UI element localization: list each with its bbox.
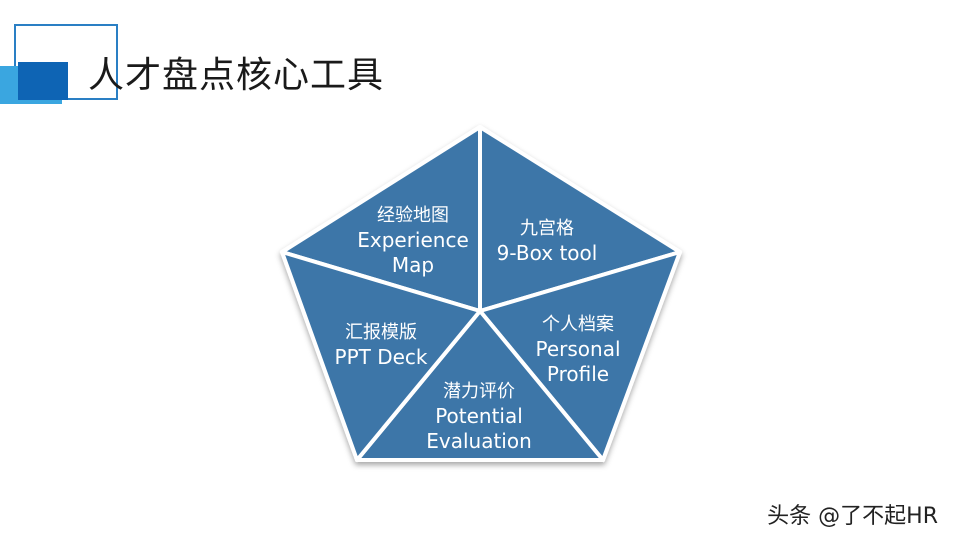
segment-label-experience-map: 经验地图 Experience Map — [353, 203, 473, 278]
segment-label-en: Personal Profile — [535, 337, 621, 386]
segment-ppt-deck — [280, 250, 482, 462]
segment-label-cn: 九宫格 — [519, 218, 574, 239]
segment-label-en: Experience Map — [357, 228, 469, 277]
decor-frame — [14, 24, 118, 100]
segment-label-en: Potential Evaluation — [426, 404, 532, 453]
segment-label-personal-profile: 个人档案 Personal Profile — [528, 312, 628, 387]
segment-label-cn: 汇报模版 — [344, 322, 417, 343]
segment-label-cn: 经验地图 — [377, 205, 449, 226]
segment-label-cn: 潜力评价 — [443, 381, 515, 402]
segment-label-potential-evaluation: 潜力评价 Potential Evaluation — [419, 379, 539, 454]
segment-label-9-box: 九宫格 9-Box tool — [497, 216, 598, 266]
segment-label-en: PPT Deck — [334, 345, 428, 369]
watermark: 头条 @了不起HR — [767, 504, 938, 529]
decor-block-dark — [18, 62, 68, 100]
segment-label-ppt-deck: 汇报模版 PPT Deck — [335, 320, 428, 370]
segment-label-en: 9-Box tool — [496, 241, 598, 265]
segment-label-cn: 个人档案 — [542, 314, 614, 335]
page-title: 人才盘点核心工具 — [88, 55, 385, 96]
